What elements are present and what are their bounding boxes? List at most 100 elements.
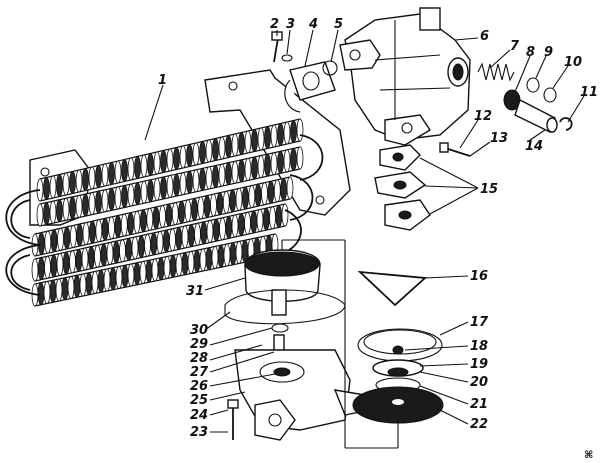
washers-15: [374, 144, 431, 231]
coil-rib: [225, 135, 232, 158]
coil-rib: [218, 163, 226, 187]
assembly-lines: [281, 239, 399, 449]
coil-rib: [206, 220, 214, 243]
coil-rib: [210, 193, 217, 217]
coil-rib: [219, 217, 226, 241]
coil-rib: [275, 204, 283, 228]
callout-2: 2: [270, 17, 279, 32]
coil-rib: [133, 210, 141, 234]
coil-rib: [153, 151, 161, 175]
coil-rib: [203, 195, 211, 218]
clip-11: [559, 117, 573, 131]
coil-rib: [137, 235, 145, 259]
coil-rib: [238, 159, 245, 183]
coil-rib: [73, 274, 81, 298]
washer-3: [281, 54, 293, 62]
coil-rib: [290, 147, 297, 171]
coil-rib: [169, 228, 176, 252]
coil-rib: [235, 187, 243, 211]
coil-rib: [163, 256, 171, 279]
gasket-5: [322, 60, 338, 76]
ring-10: [543, 87, 557, 103]
coil-rib: [108, 162, 115, 185]
coil-rib: [95, 190, 102, 214]
coil-rib: [56, 199, 63, 223]
callout-1: 1: [158, 73, 167, 88]
coil-rib: [269, 206, 276, 230]
coil-rib: [264, 153, 271, 177]
coil-rib: [69, 196, 76, 220]
bolt-23: [227, 399, 239, 440]
coil-rib: [38, 232, 45, 256]
coil-rib: [244, 211, 251, 235]
valve-body: [339, 7, 471, 146]
coil-rib: [36, 203, 44, 227]
callout-11: 11: [580, 85, 598, 100]
coil-rib: [264, 126, 271, 149]
coil-rib: [169, 254, 177, 278]
coil-rib: [121, 185, 128, 208]
bolt-2: [271, 31, 283, 63]
coil-rib: [63, 226, 71, 250]
coil-rib: [290, 120, 297, 143]
spring-7: [477, 62, 515, 82]
bolt-13: [439, 142, 471, 157]
coil-rib: [134, 156, 141, 179]
coil-rib: [165, 203, 173, 227]
coil-rib: [121, 159, 128, 182]
coil-rib: [238, 132, 245, 155]
coil-rib: [95, 219, 103, 243]
coil-rib: [262, 207, 270, 231]
coil-rib: [88, 192, 96, 216]
flange-4: [284, 61, 336, 113]
coil-rib: [140, 154, 148, 178]
coil-rib: [212, 218, 220, 242]
coil-rib: [31, 258, 39, 282]
coil-rib: [140, 180, 148, 204]
coil-rib: [81, 247, 89, 271]
coil-rib: [194, 222, 201, 246]
callout-25: 25: [190, 393, 208, 408]
coil-rib: [56, 253, 64, 276]
coil-rib: [159, 205, 166, 228]
coil-rib: [85, 272, 93, 296]
coil-rib: [75, 248, 83, 272]
coil-rib: [229, 189, 237, 213]
callout-24: 24: [190, 408, 208, 423]
coil-rib: [205, 247, 213, 271]
coil-rib: [120, 213, 128, 237]
coil-rib: [199, 167, 206, 191]
coil-rib: [44, 230, 52, 254]
callout-3: 3: [286, 17, 295, 32]
callout-15: 15: [480, 182, 498, 197]
coil-rib: [153, 177, 161, 201]
coil-rib: [181, 225, 189, 249]
coil-rib: [57, 227, 64, 251]
coil-rib: [231, 133, 239, 157]
callout-5: 5: [334, 17, 343, 32]
coil-rib: [127, 212, 135, 236]
seal-29: [271, 323, 289, 333]
coil-rib: [205, 166, 213, 190]
coil-rib: [125, 237, 133, 261]
coil-rib: [173, 147, 180, 170]
coil-rib: [283, 149, 291, 173]
coil-rib: [178, 200, 186, 224]
callout-6: 6: [480, 29, 489, 44]
coil-rib: [101, 163, 109, 187]
coil-rib: [171, 202, 179, 226]
callout-17: 17: [470, 315, 489, 330]
coil-rib: [37, 282, 45, 306]
coil-rib: [127, 263, 135, 287]
coil-rib: [162, 229, 170, 253]
coil-rib: [248, 185, 256, 209]
coil-rib: [106, 242, 114, 265]
coil-rib: [160, 150, 167, 173]
coil-rib: [88, 166, 96, 190]
coil-rib: [277, 123, 284, 146]
coil-rib: [49, 175, 57, 199]
coil-rib: [257, 155, 265, 179]
coil-rib: [283, 121, 291, 145]
coil-rib: [69, 250, 76, 274]
coil-rib: [216, 192, 224, 216]
